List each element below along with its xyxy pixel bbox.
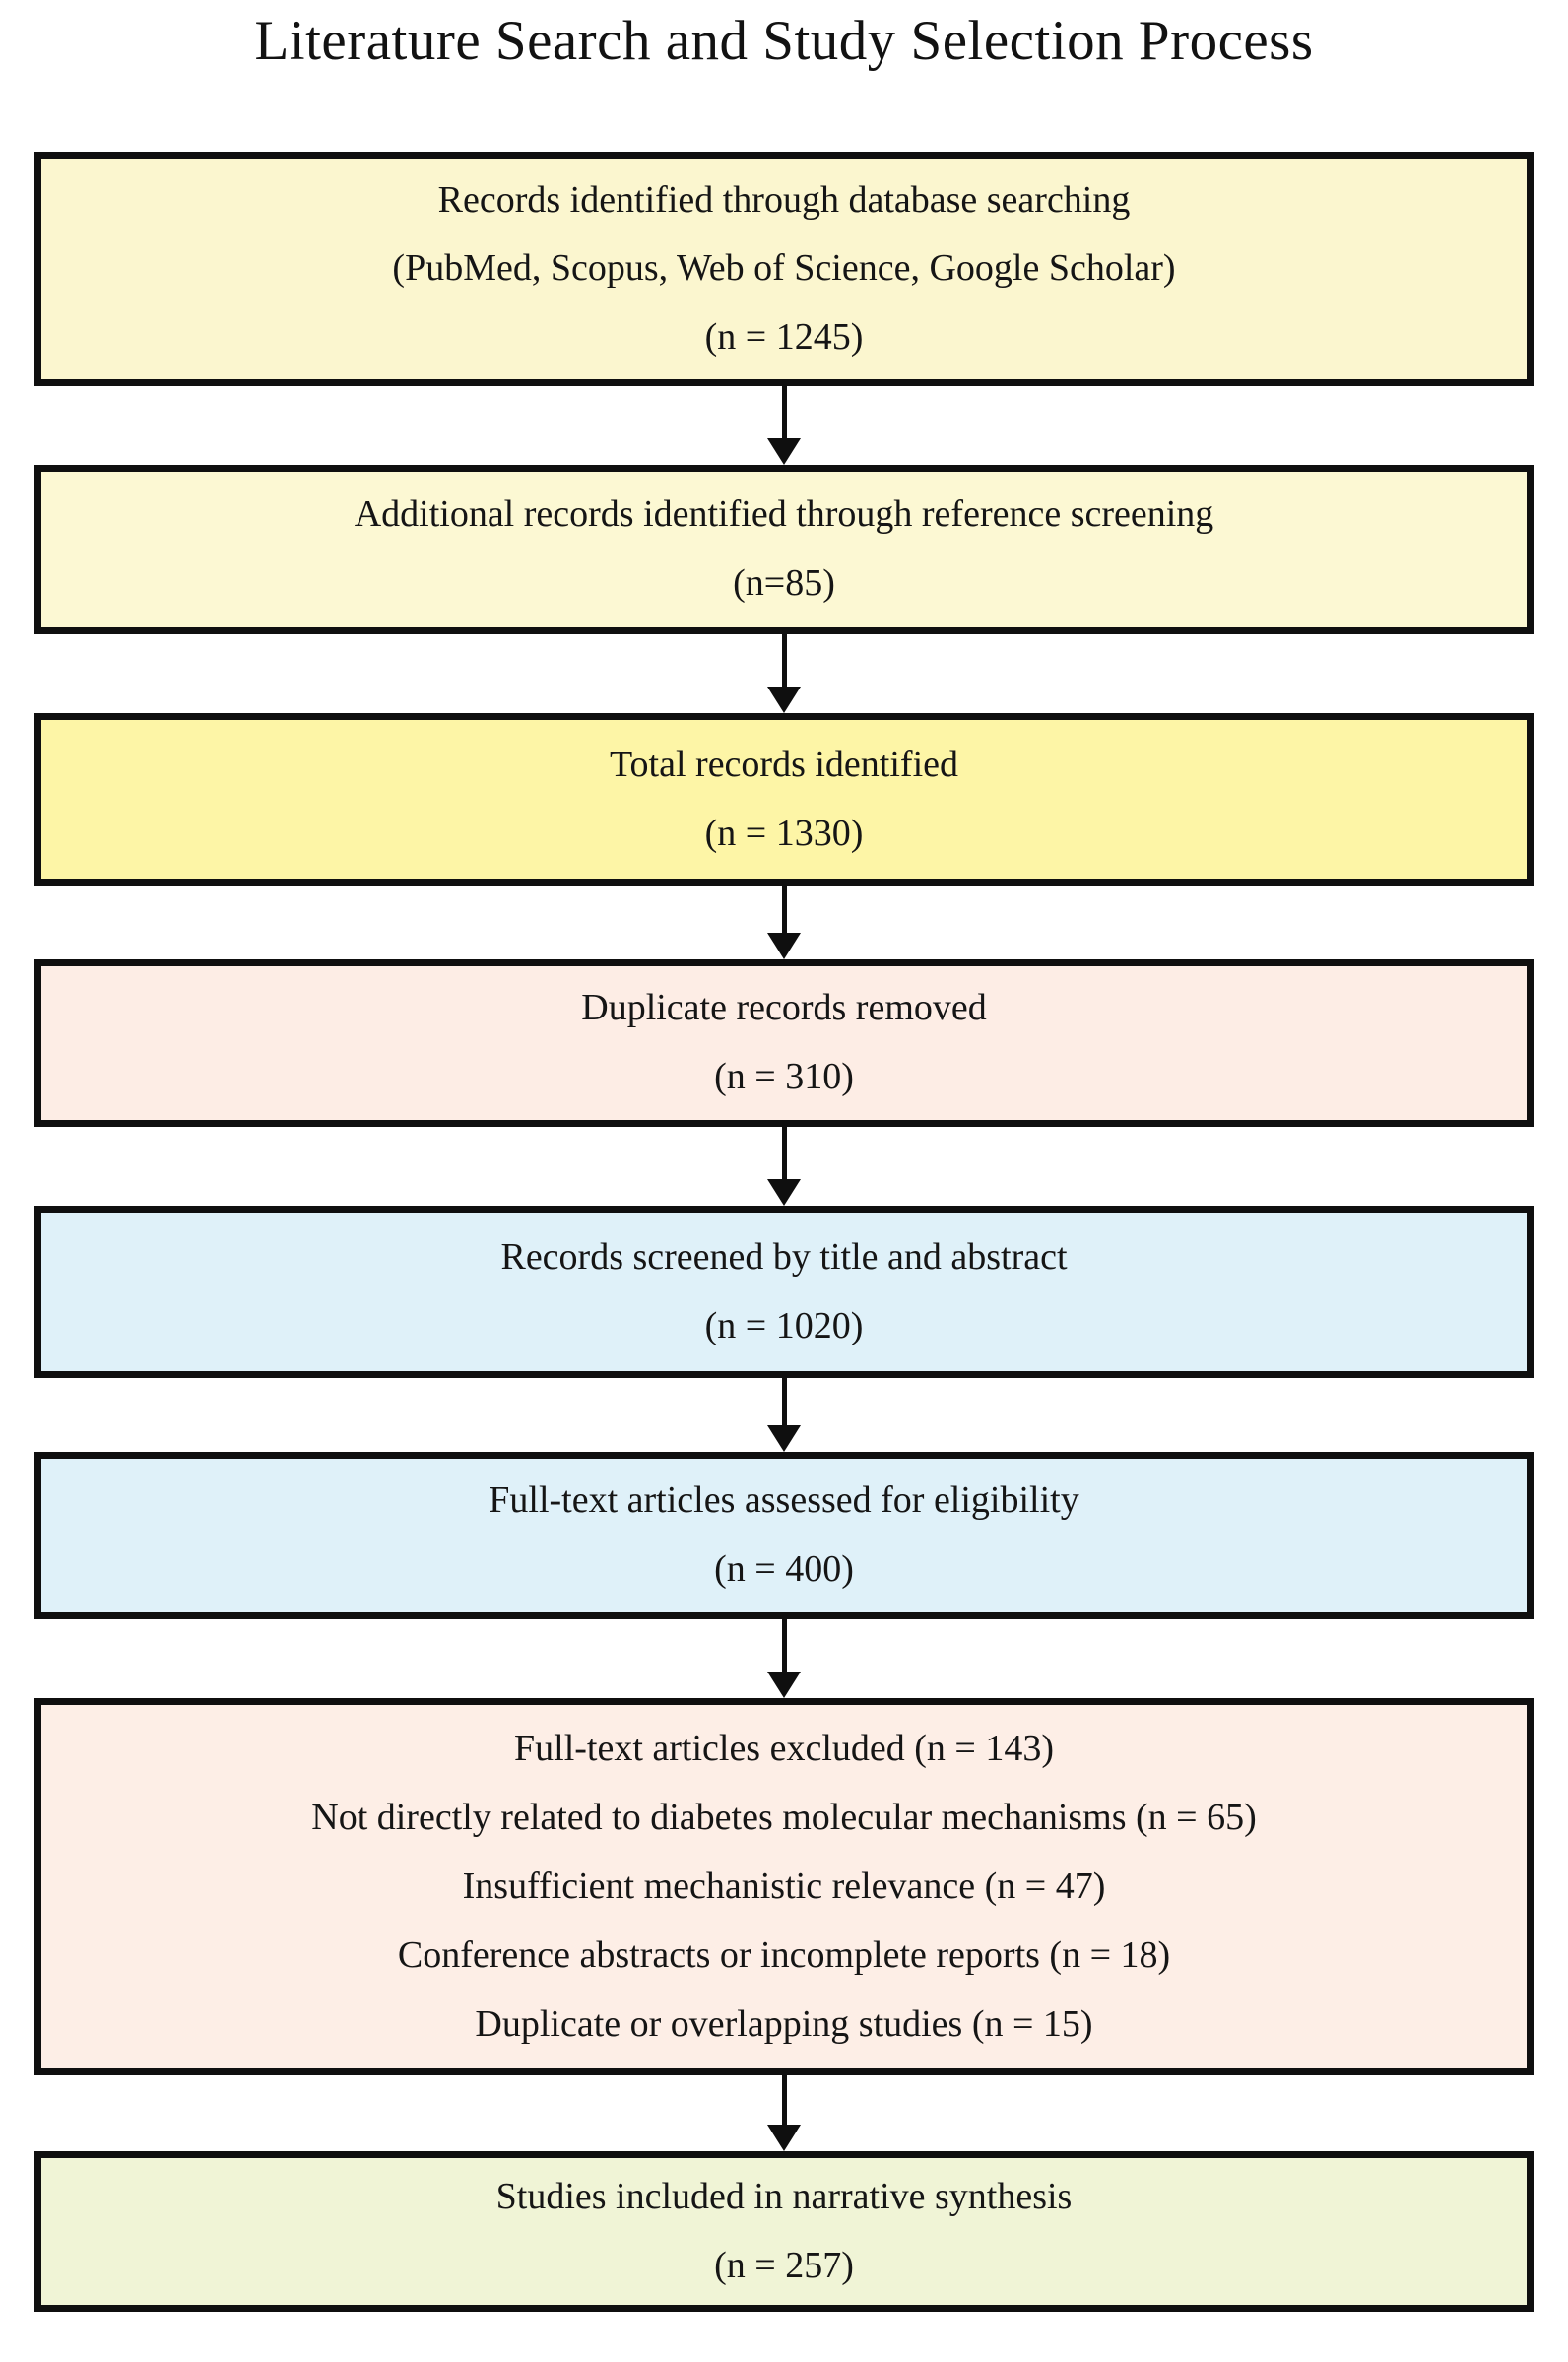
- flow-connector: [34, 386, 1534, 466]
- arrow-down-icon: [767, 933, 801, 960]
- box-line: (n = 310): [714, 1056, 854, 1098]
- duplicate-records-removed-box: Duplicate records removed (n = 310): [34, 959, 1534, 1128]
- arrow-down-icon: [767, 1425, 801, 1453]
- box-text: Total records identified (n = 1330): [590, 731, 978, 869]
- box-line: (n = 1330): [704, 812, 864, 854]
- arrow-down-icon: [767, 1672, 801, 1699]
- arrow-stem: [781, 634, 787, 688]
- arrow-stem: [781, 1619, 787, 1673]
- box-text: Records screened by title and abstract (n…: [481, 1223, 1086, 1361]
- arrow-down-icon: [767, 438, 801, 466]
- box-line: Full-text articles excluded (n = 143): [514, 1728, 1054, 1770]
- flow-connector: [34, 634, 1534, 714]
- box-line: Studies included in narrative synthesis: [495, 2175, 1073, 2217]
- box-line: Not directly related to diabetes molecul…: [311, 1797, 1257, 1839]
- arrow-down-icon: [767, 687, 801, 714]
- flow-connector: [34, 1127, 1534, 1207]
- records-identified-database-box: Records identified through database sear…: [34, 152, 1534, 387]
- box-line: Total records identified: [610, 743, 958, 785]
- box-line: Full-text articles assessed for eligibil…: [489, 1479, 1079, 1522]
- box-line: Conference abstracts or incomplete repor…: [397, 1934, 1171, 1976]
- box-line: Duplicate records removed: [581, 987, 987, 1029]
- fulltext-assessed-box: Full-text articles assessed for eligibil…: [34, 1452, 1534, 1620]
- additional-records-reference-box: Additional records identified through re…: [34, 465, 1534, 635]
- box-text: Full-text articles assessed for eligibil…: [469, 1467, 1098, 1605]
- box-line: (n = 400): [714, 1548, 854, 1591]
- box-text: Additional records identified through re…: [335, 481, 1234, 619]
- arrow-stem: [781, 2075, 787, 2126]
- box-line: (n = 1245): [704, 316, 864, 359]
- box-line: Additional records identified through re…: [354, 493, 1214, 536]
- box-line: Duplicate or overlapping studies (n = 15…: [475, 2002, 1093, 2045]
- arrow-stem: [781, 886, 787, 934]
- arrow-down-icon: [767, 1179, 801, 1207]
- flowchart: Records identified through database sear…: [34, 152, 1534, 2313]
- studies-included-box: Studies included in narrative synthesis (…: [34, 2151, 1534, 2313]
- flow-connector: [34, 2075, 1534, 2152]
- records-screened-box: Records screened by title and abstract (n…: [34, 1206, 1534, 1379]
- arrow-stem: [781, 386, 787, 439]
- box-text: Studies included in narrative synthesis (…: [477, 2163, 1092, 2301]
- flow-connector: [34, 1378, 1534, 1453]
- total-records-identified-box: Total records identified (n = 1330): [34, 713, 1534, 886]
- box-line: (n=85): [733, 562, 835, 605]
- diagram-title: Literature Search and Study Selection Pr…: [254, 10, 1314, 72]
- arrow-stem: [781, 1378, 787, 1426]
- flow-connector: [34, 886, 1534, 960]
- arrow-down-icon: [767, 2125, 801, 2152]
- box-line: (n = 257): [714, 2244, 854, 2286]
- box-line: Records identified through database sear…: [437, 178, 1131, 221]
- fulltext-excluded-box: Full-text articles excluded (n = 143) Not…: [34, 1698, 1534, 2076]
- box-text: Records identified through database sear…: [372, 166, 1195, 373]
- arrow-stem: [781, 1127, 787, 1180]
- box-line: Records screened by title and abstract: [500, 1235, 1068, 1278]
- box-text: Full-text articles excluded (n = 143) Not…: [292, 1715, 1276, 2060]
- box-line: (PubMed, Scopus, Web of Science, Google …: [392, 247, 1176, 290]
- box-line: Insufficient mechanistic relevance (n = …: [462, 1865, 1106, 1907]
- box-line: (n = 1020): [704, 1304, 864, 1346]
- flow-connector: [34, 1619, 1534, 1699]
- box-text: Duplicate records removed (n = 310): [561, 974, 1007, 1112]
